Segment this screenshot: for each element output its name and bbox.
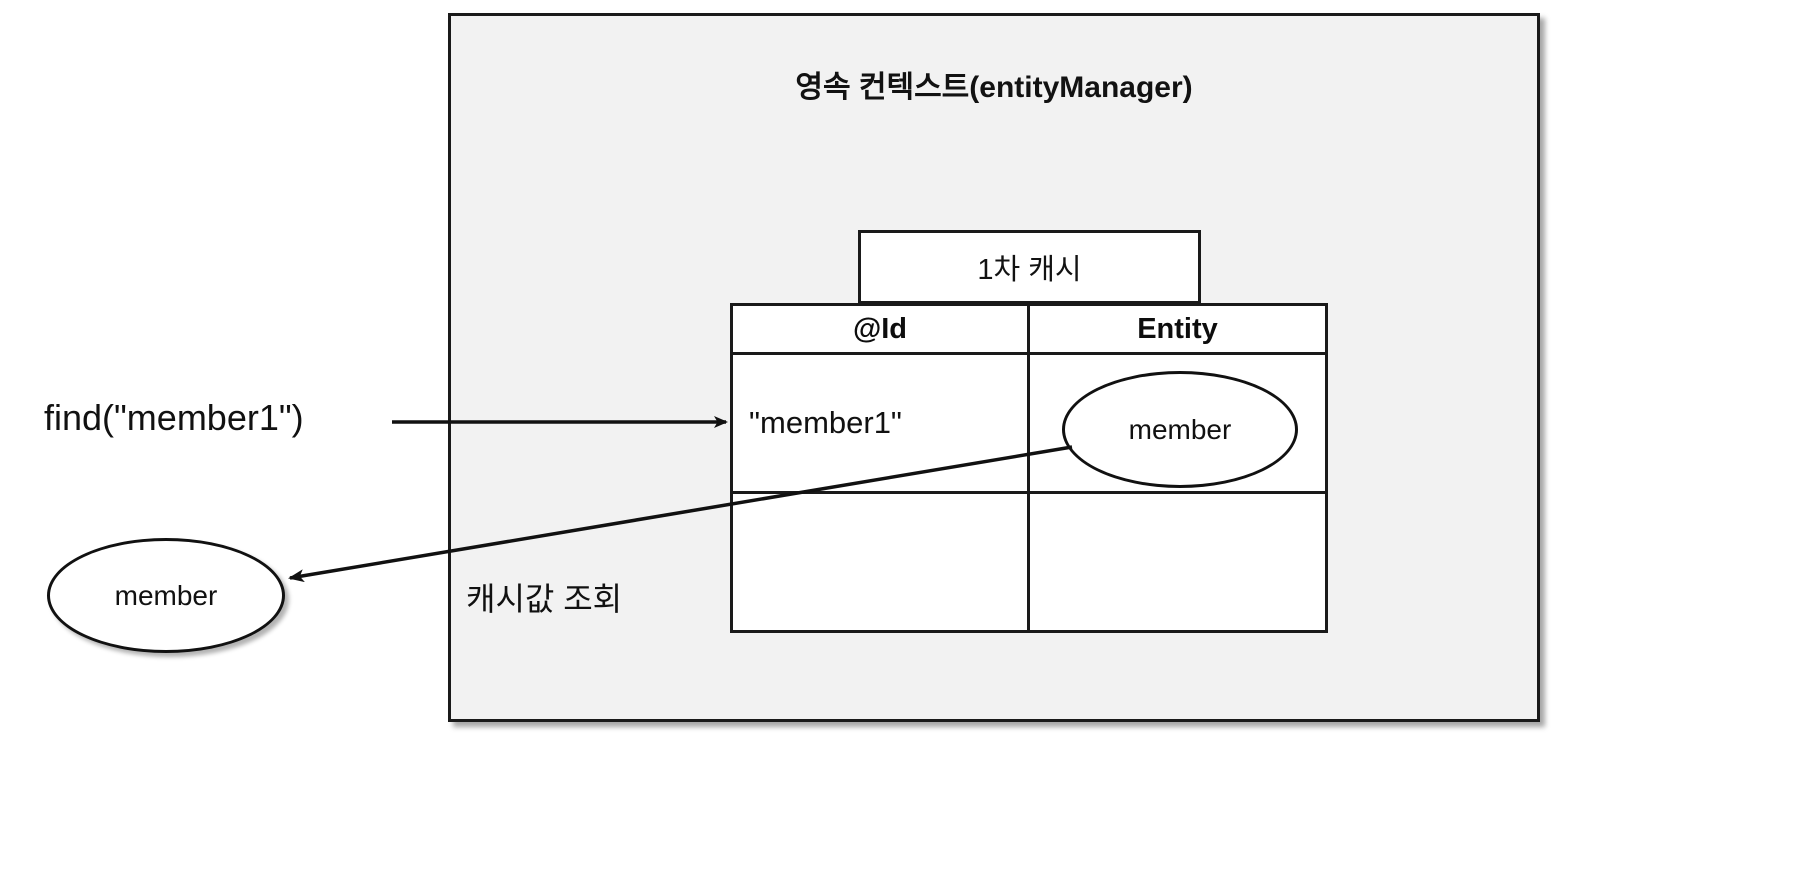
column-header-id: @Id bbox=[733, 306, 1030, 352]
table-row bbox=[733, 494, 1325, 632]
persistence-context-title: 영속 컨텍스트(entityManager) bbox=[795, 71, 1193, 104]
first-level-cache-caption: 1차 캐시 bbox=[858, 230, 1201, 304]
find-call-label: find("member1") bbox=[44, 397, 304, 438]
cached-member-entity-ellipse: member bbox=[1062, 371, 1298, 488]
column-header-entity: Entity bbox=[1137, 312, 1218, 345]
cache-read-label: 캐시값 조회 bbox=[466, 581, 623, 617]
table-header-row: @Id Entity bbox=[733, 306, 1325, 355]
cell-id-empty bbox=[733, 494, 1030, 632]
returned-member-entity-ellipse: member bbox=[47, 538, 285, 653]
cell-id-value: "member1" bbox=[733, 355, 1030, 491]
cell-entity-empty bbox=[1030, 494, 1325, 632]
